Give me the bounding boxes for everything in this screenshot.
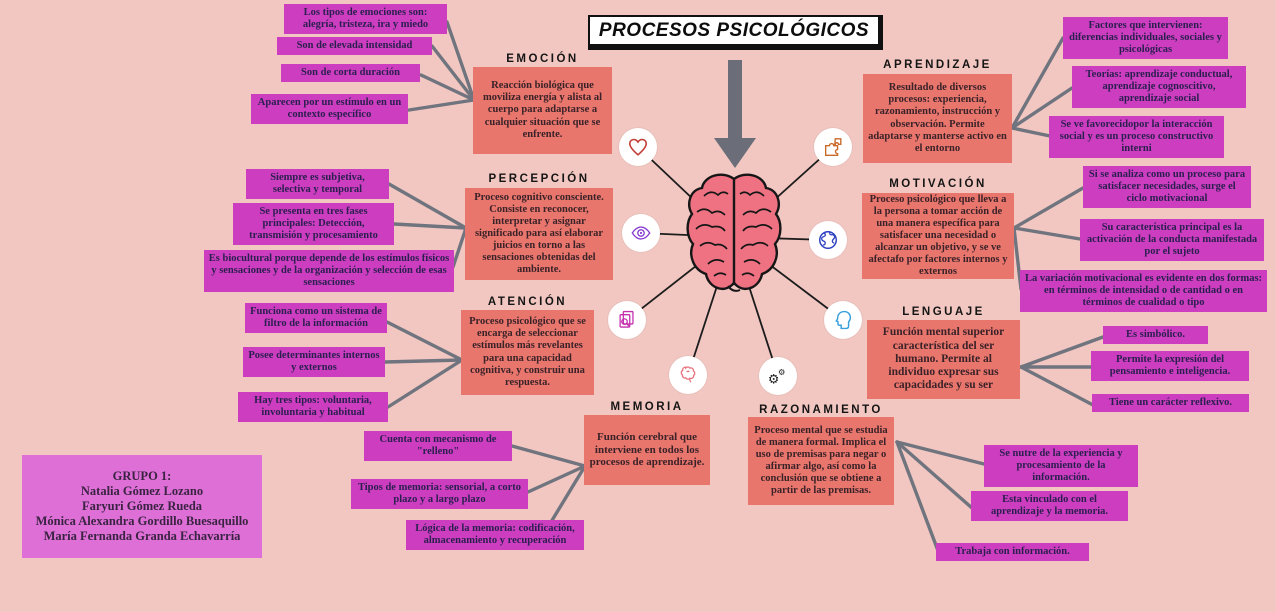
memoria-point-2: Tipos de memoria: sensorial, a corto pla…: [351, 479, 528, 509]
svg-text:⚙: ⚙: [778, 367, 785, 377]
atencion-point-3: Hay tres tipos: voluntaria, involuntaria…: [238, 392, 388, 422]
razonamiento-point-3: Trabaja con información.: [936, 543, 1089, 561]
lenguaje-description: Función mental superior característica d…: [867, 320, 1020, 399]
memoria-point-1: Cuenta con mecanismo de "relleno": [364, 431, 512, 461]
eye-icon: [622, 214, 660, 252]
down-arrow: [714, 60, 756, 168]
razonamiento-point-2: Esta vinculado con el aprendizaje y la m…: [971, 491, 1128, 521]
brain-illustration: [686, 173, 782, 292]
razonamiento-point-1: Se nutre de la experiencia y procesamien…: [984, 445, 1138, 487]
atencion-point-2: Posee determinantes internos y externos: [243, 347, 385, 377]
credits-member: María Fernanda Granda Echavarría: [43, 529, 241, 543]
credits-member: Natalia Gómez Lozano: [80, 484, 204, 498]
aprendizaje-point-2: Teorías: aprendizaje conductual, aprendi…: [1072, 66, 1246, 108]
razonamiento-heading: RAZONAMIENTO: [759, 404, 883, 416]
percepcion-point-3: Es biocultural porque depende de los est…: [204, 250, 454, 292]
brain-icon: [669, 356, 707, 394]
percepcion-point-2: Se presenta en tres fases principales: D…: [233, 203, 394, 245]
lenguaje-point-2: Permite la expresión del pensamiento e i…: [1091, 351, 1249, 381]
percepcion-description: Proceso cognitivo consciente. Consiste e…: [465, 188, 613, 280]
memoria-description: Función cerebral que interviene en todos…: [584, 415, 710, 485]
motivacion-point-3: La variación motivacional es evidente en…: [1020, 270, 1267, 312]
emocion-point-4: Aparecen por un estímulo en un contexto …: [251, 94, 408, 124]
emocion-point-2: Son de elevada intensidad: [277, 37, 432, 55]
motivacion-point-1: Si se analiza como un proceso para satis…: [1083, 166, 1251, 208]
aprendizaje-point-1: Factores que intervienen: diferencias in…: [1063, 17, 1228, 59]
razonamiento-description: Proceso mental que se estudia de manera …: [748, 417, 894, 505]
aprendizaje-point-3: Se ve favorecidopor la interacción socia…: [1049, 116, 1224, 158]
percepcion-point-1: Siempre es subjetiva, selectiva y tempor…: [246, 169, 389, 199]
memoria-point-3: Lógica de la memoria: codificación, alma…: [406, 520, 584, 550]
heart-icon: [619, 128, 657, 166]
emocion-point-1: Los tipos de emociones son: alegría, tri…: [284, 4, 447, 34]
percepcion-heading: PERCEPCIÓN: [488, 173, 590, 185]
title-box: PROCESOS PSICOLÓGICOS: [588, 15, 883, 50]
lenguaje-point-1: Es simbólico.: [1103, 326, 1208, 344]
motivacion-heading: MOTIVACIÓN: [889, 178, 987, 190]
puzzle-icon: [814, 128, 852, 166]
aprendizaje-heading: APRENDIZAJE: [883, 59, 992, 71]
credits-member: Faryuri Gómez Rueda: [81, 499, 203, 513]
emocion-point-3: Son de corta duración: [281, 64, 420, 82]
motivacion-point-2: Su característica principal es la activa…: [1080, 219, 1264, 261]
gears-icon: ⚙ ⚙: [759, 357, 797, 395]
credits-member: Mónica Alexandra Gordillo Buesaquillo: [35, 514, 249, 528]
atencion-description: Proceso psicológico que se encarga de se…: [461, 310, 594, 395]
memoria-heading: MEMORIA: [610, 401, 684, 413]
credits-box: GRUPO 1: Natalia Gómez Lozano Faryuri Gó…: [22, 455, 262, 558]
emocion-heading: EMOCIÓN: [506, 53, 579, 65]
credits-heading: GRUPO 1:: [112, 469, 172, 483]
emocion-description: Reacción biológica que moviliza energía …: [473, 67, 612, 154]
lenguaje-heading: LENGUAJE: [902, 306, 985, 318]
page-title: PROCESOS PSICOLÓGICOS: [598, 19, 870, 41]
lenguaje-point-3: Tiene un carácter reflexivo.: [1092, 394, 1249, 412]
svg-text:⚙: ⚙: [768, 372, 780, 387]
atencion-point-1: Funciona como un sistema de filtro de la…: [245, 303, 387, 333]
motivacion-description: Proceso psicológico que lleva a la perso…: [862, 193, 1014, 279]
atencion-heading: ATENCIÓN: [487, 296, 568, 308]
documents-search-icon: [608, 301, 646, 339]
aprendizaje-description: Resultado de diversos procesos: experien…: [863, 74, 1012, 163]
globe-icon: [809, 221, 847, 259]
head-profile-icon: [824, 301, 862, 339]
